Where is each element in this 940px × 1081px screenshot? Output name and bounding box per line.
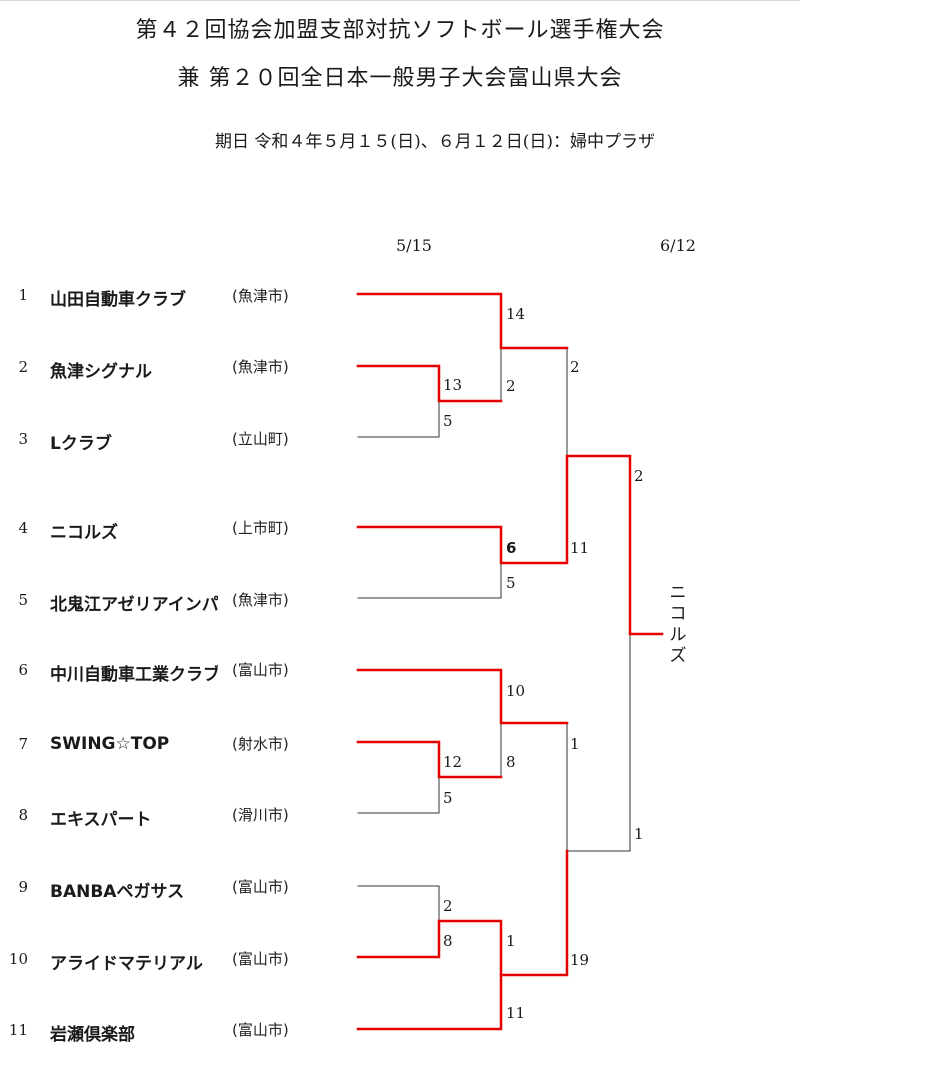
date-venue-line: 期日 令和４年５月１５(日)、６月１２日(日)：婦中プラザ bbox=[215, 132, 655, 152]
team-number: 9 bbox=[18, 878, 28, 896]
line-team8 bbox=[357, 776, 440, 814]
team-name: 魚津シグナル bbox=[50, 362, 152, 382]
team-name: エキスパート bbox=[50, 810, 152, 830]
team-name: アライドマテリアル bbox=[50, 954, 203, 974]
team-city: (富山市) bbox=[232, 1021, 289, 1039]
score-label: 2 bbox=[443, 897, 453, 915]
path-team10 bbox=[356, 919, 503, 977]
team-number: 1 bbox=[18, 286, 28, 304]
score-label: 11 bbox=[570, 539, 590, 557]
score-label: 8 bbox=[443, 932, 453, 950]
score-label: 10 bbox=[506, 682, 526, 700]
team-city: (魚津市) bbox=[232, 591, 289, 609]
team-name: 中川自動車工業クラブ bbox=[50, 665, 218, 685]
team-city: (上市町) bbox=[232, 519, 289, 537]
team-number: 7 bbox=[18, 735, 28, 753]
team-name: BANBAペガサス bbox=[50, 882, 185, 902]
team-number: 2 bbox=[18, 358, 28, 376]
team-number: 4 bbox=[18, 519, 28, 537]
score-label: 1 bbox=[570, 735, 580, 753]
tournament-subtitle: 兼 第２０回全日本一般男子大会富山県大会 bbox=[177, 66, 623, 91]
team-number: 6 bbox=[18, 661, 28, 679]
team-name: Lクラブ bbox=[50, 434, 112, 454]
team-city: (富山市) bbox=[232, 661, 289, 679]
line-team5 bbox=[357, 562, 502, 599]
score-label: 5 bbox=[443, 789, 453, 807]
team-city: (立山町) bbox=[232, 430, 289, 448]
score-label: 14 bbox=[506, 305, 526, 323]
line-team9 bbox=[357, 885, 440, 922]
loser-lines bbox=[357, 347, 631, 922]
score-label: 11 bbox=[506, 1004, 526, 1022]
team-name: 北鬼江アゼリアインパ bbox=[50, 595, 218, 615]
team-number: 3 bbox=[18, 430, 28, 448]
team-city: (富山市) bbox=[232, 950, 289, 968]
team-city: (滑川市) bbox=[232, 806, 289, 824]
score-label: 8 bbox=[506, 753, 516, 771]
score-label: 2 bbox=[570, 358, 580, 376]
tournament-title: 第４２回協会加盟支部対抗ソフトボール選手権大会 bbox=[135, 18, 665, 43]
team-number: 8 bbox=[18, 806, 28, 824]
score-label: 5 bbox=[443, 412, 453, 430]
champion-name: ニコルズ bbox=[669, 583, 687, 666]
line-team3 bbox=[357, 400, 440, 438]
score-label: 12 bbox=[443, 753, 463, 771]
path-team7 bbox=[356, 740, 503, 779]
line-final-lower bbox=[566, 633, 631, 852]
team-number: 11 bbox=[8, 1021, 28, 1039]
round2-date: 6/12 bbox=[660, 236, 696, 255]
team-city: (富山市) bbox=[232, 878, 289, 896]
path-team1 bbox=[356, 292, 569, 350]
round1-date: 5/15 bbox=[396, 236, 432, 255]
team-number: 5 bbox=[18, 591, 28, 609]
team-name: ニコルズ bbox=[50, 523, 118, 543]
score-label: 2 bbox=[634, 467, 644, 485]
score-label: 2 bbox=[506, 377, 516, 395]
path-team4 bbox=[356, 454, 664, 636]
team-city: (魚津市) bbox=[232, 358, 289, 376]
team-name: 岩瀬倶楽部 bbox=[50, 1025, 135, 1045]
winner-lines bbox=[356, 292, 664, 1031]
score-label: 19 bbox=[570, 951, 590, 969]
team-number: 10 bbox=[8, 950, 28, 968]
score-label: 1 bbox=[506, 932, 516, 950]
score-label: 5 bbox=[506, 574, 516, 592]
path-team6 bbox=[356, 668, 569, 725]
team-name: SWING☆TOP bbox=[50, 734, 170, 754]
score-label: 6 bbox=[506, 539, 517, 557]
path-team2 bbox=[356, 364, 503, 403]
score-label: 13 bbox=[443, 376, 463, 394]
score-label: 1 bbox=[634, 825, 644, 843]
top-rule bbox=[0, 0, 800, 1]
path-team11 bbox=[356, 849, 569, 1031]
team-name: 山田自動車クラブ bbox=[50, 290, 186, 310]
team-city: (魚津市) bbox=[232, 287, 289, 305]
team-city: (射水市) bbox=[232, 735, 289, 753]
